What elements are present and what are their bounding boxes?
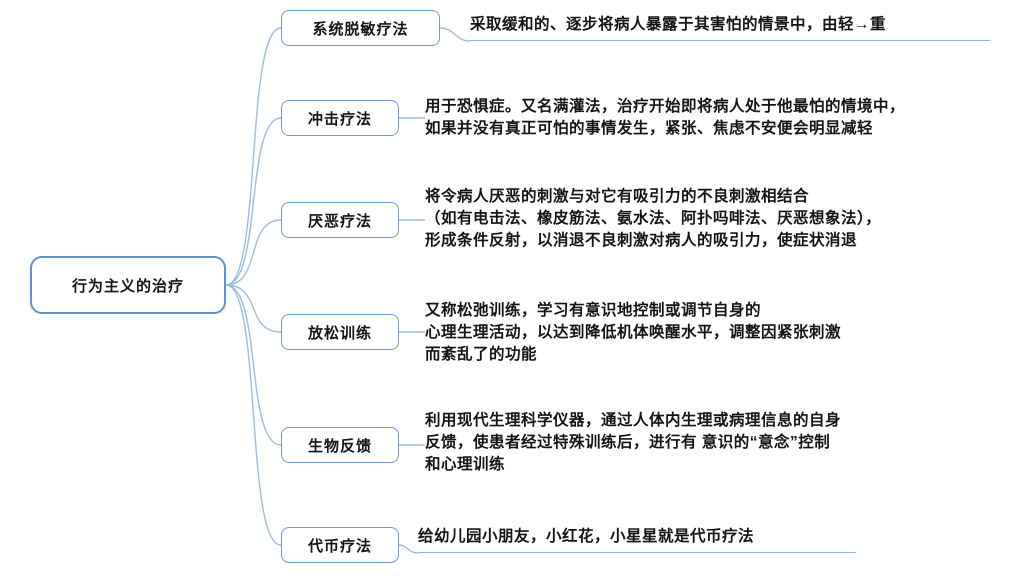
connector-root-branch-4 — [225, 284, 282, 333]
connector-root-branch-3 — [225, 219, 282, 286]
branch-label: 冲击疗法 — [307, 110, 372, 128]
branch-label: 放松训练 — [307, 324, 372, 342]
branch-label: 代币疗法 — [307, 537, 372, 555]
branch-label: 生物反馈 — [307, 437, 372, 455]
branch-label: 厌恶疗法 — [307, 212, 372, 230]
branch-node-aversion-therapy[interactable]: 厌恶疗法 — [281, 202, 399, 238]
connector-root-branch-6 — [225, 284, 282, 546]
branch-label: 系统脱敏疗法 — [312, 20, 409, 38]
branch-description-token-therapy[interactable]: 给幼儿园小朋友，小红花，小星星就是代币疗法 — [418, 526, 856, 553]
branch-description-biofeedback[interactable]: 利用现代生理科学仪器，通过人体内生理或病理信息的自身 反馈，使患者经过特殊训练后… — [425, 412, 842, 473]
branch-description-systematic-desensitization[interactable]: 采取缓和的、逐步将病人暴露于其害怕的情景中，由轻→重 — [470, 14, 990, 41]
connector-branch-6-desc — [398, 544, 419, 554]
root-node[interactable]: 行为主义的治疗 — [30, 256, 226, 314]
branch-description-aversion-therapy[interactable]: 将令病人厌恶的刺激与对它有吸引力的不良刺激相结合 （如有电击法、橡皮筋法、氨水法… — [425, 188, 882, 249]
branch-node-token-therapy[interactable]: 代币疗法 — [281, 527, 399, 563]
connector-root-branch-2 — [225, 117, 282, 286]
branch-node-flooding-therapy[interactable]: 冲击疗法 — [281, 100, 399, 136]
root-node-label: 行为主义的治疗 — [71, 277, 184, 295]
connector-root-branch-1 — [225, 27, 282, 286]
branch-node-systematic-desensitization[interactable]: 系统脱敏疗法 — [281, 10, 440, 46]
branch-node-biofeedback[interactable]: 生物反馈 — [281, 427, 399, 463]
branch-description-flooding-therapy[interactable]: 用于恐惧症。又名满灌法，治疗开始即将病人处于他最怕的情境中， 如果并没有真正可怕… — [425, 98, 906, 137]
connector-branch-1-desc — [439, 27, 471, 42]
branch-node-relaxation-training[interactable]: 放松训练 — [281, 314, 399, 350]
connector-root-branch-5 — [225, 284, 282, 446]
branch-description-relaxation-training[interactable]: 又称松弛训练，学习有意识地控制或调节自身的 心理生理活动，以达到降低机体唤醒水平… — [425, 302, 842, 363]
